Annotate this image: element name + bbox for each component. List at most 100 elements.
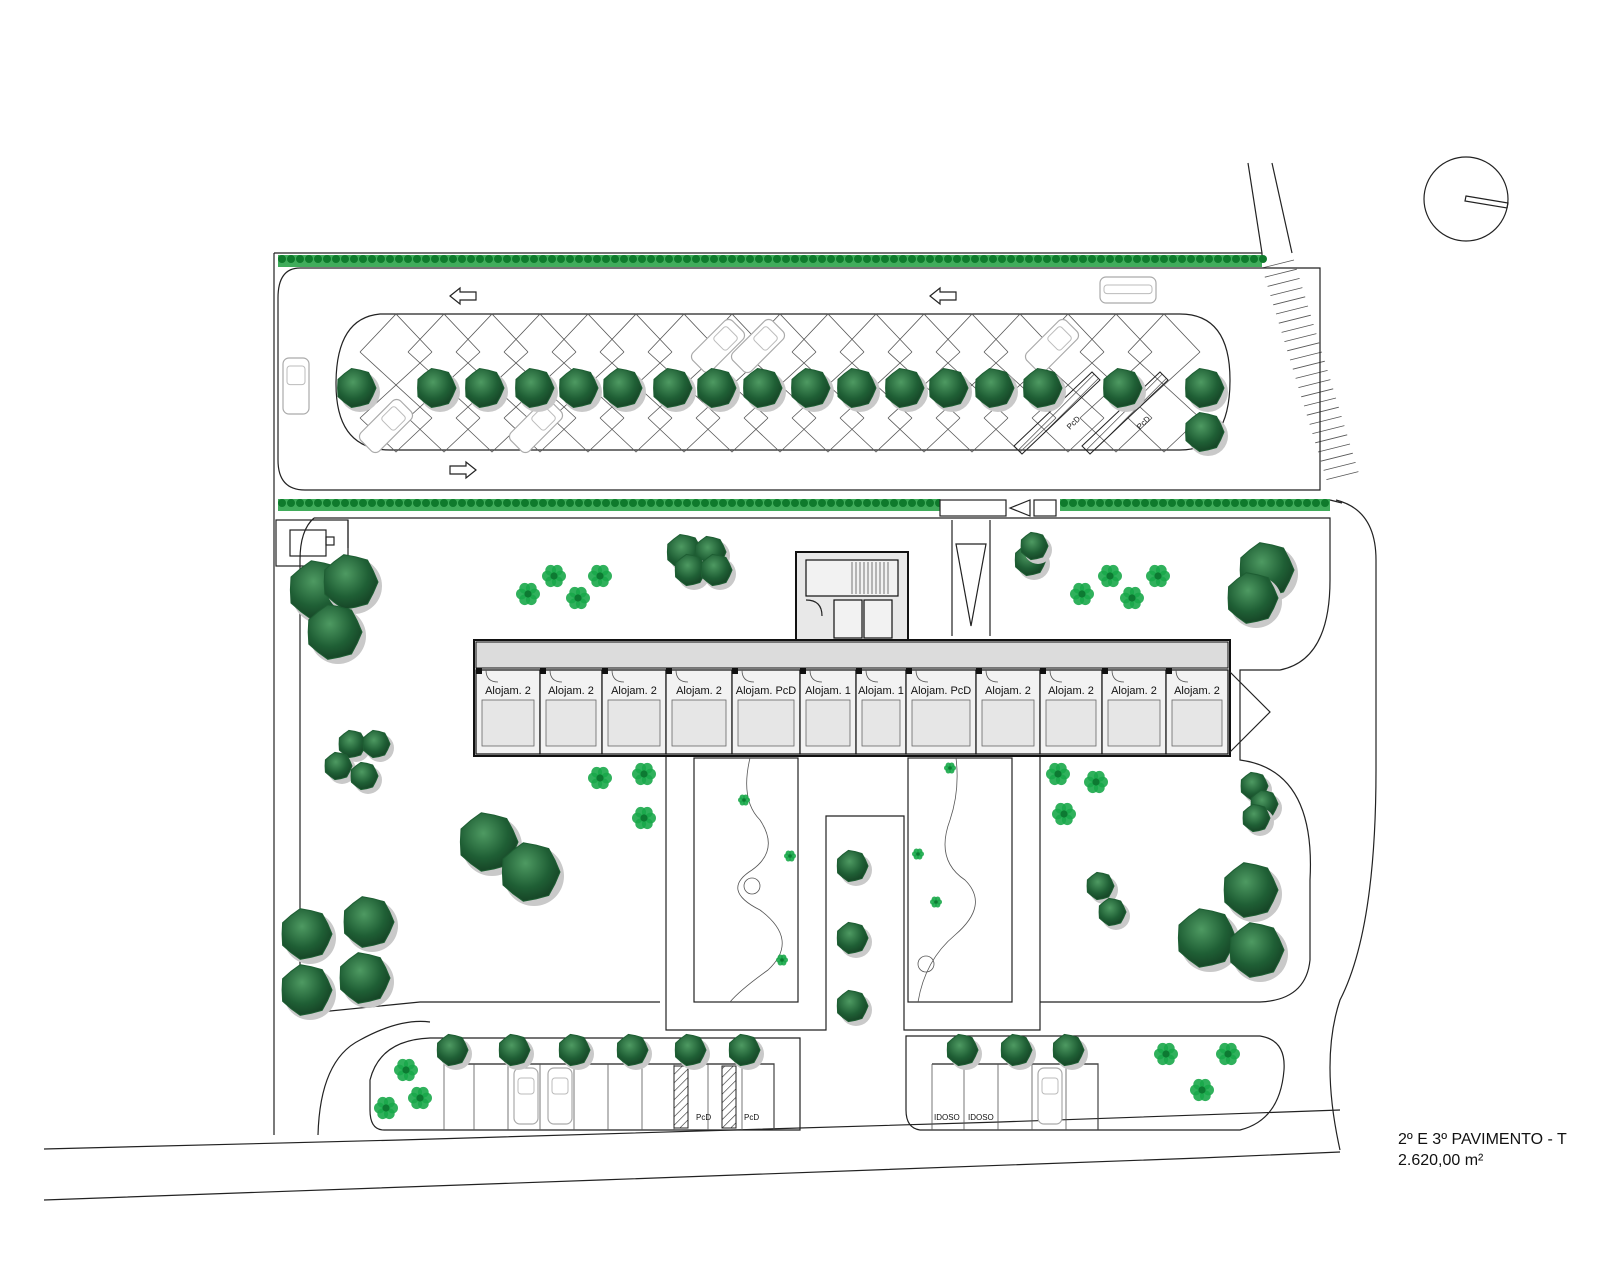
room-label: Alojam. 1 — [805, 685, 851, 697]
tree — [558, 1033, 594, 1070]
access-ramp — [1247, 162, 1359, 480]
shrub — [944, 762, 956, 774]
lower-parking-right: IDOSO IDOSO — [905, 1035, 1285, 1131]
room-label: Alojam. 2 — [1111, 685, 1157, 697]
tree — [501, 842, 564, 906]
room: Alojam. 2 — [601, 668, 667, 755]
shrub — [566, 586, 590, 610]
tree — [1223, 862, 1282, 922]
tree — [1185, 411, 1228, 456]
shrub — [1070, 582, 1094, 606]
shrub — [516, 582, 540, 606]
shrub — [1146, 564, 1170, 588]
shrub — [1190, 1078, 1214, 1102]
tree — [1227, 572, 1282, 628]
shrub — [1052, 802, 1076, 826]
tree — [697, 367, 740, 412]
arrow-right-icon — [449, 460, 477, 480]
hedge — [278, 255, 1267, 267]
shrub — [738, 794, 750, 806]
shrub — [1120, 586, 1144, 610]
parked-car — [1099, 276, 1157, 304]
tree — [1242, 803, 1274, 836]
parked-car — [690, 318, 746, 374]
tree — [743, 367, 786, 412]
tree — [307, 604, 366, 664]
tree — [324, 751, 356, 784]
pcd-label: PcD — [696, 1113, 711, 1122]
tree — [1023, 367, 1066, 412]
tree — [1177, 908, 1240, 972]
tree — [653, 367, 696, 412]
room: Alojam. 2 — [975, 668, 1041, 755]
tree — [1086, 871, 1118, 904]
shrub — [632, 806, 656, 830]
room-label: Alojam. 2 — [1174, 685, 1220, 697]
site-boundary — [273, 252, 1377, 1151]
shrub — [1154, 1042, 1178, 1066]
room-label: Alojam. 2 — [611, 685, 657, 697]
tree — [1000, 1033, 1036, 1070]
room: Alojam. 2 — [539, 668, 603, 755]
pcd-label: PcD — [1065, 414, 1082, 431]
shrub — [1046, 762, 1070, 786]
tree — [281, 908, 336, 964]
shrub — [408, 1086, 432, 1110]
tree — [616, 1033, 652, 1070]
hedge — [1060, 499, 1330, 511]
idoso-label: IDOSO — [934, 1113, 960, 1122]
tree — [1103, 367, 1146, 412]
tree — [515, 367, 558, 412]
tree — [281, 964, 336, 1020]
room-label: Alojam. PcD — [911, 685, 972, 697]
shrub — [542, 564, 566, 588]
idoso-label: IDOSO — [968, 1113, 994, 1122]
tree — [700, 553, 736, 590]
tree — [791, 367, 834, 412]
tree — [436, 1033, 472, 1070]
tree — [323, 554, 382, 614]
tree — [836, 921, 872, 958]
tree — [362, 729, 394, 762]
shrub — [912, 848, 924, 860]
pcd-label: PcD — [1135, 414, 1152, 431]
stair-core — [795, 551, 909, 643]
tree — [837, 367, 880, 412]
room: Alojam. 2 — [475, 668, 541, 755]
room: Alojam. 2 — [1101, 668, 1167, 755]
tree — [1098, 897, 1130, 930]
shrub — [784, 850, 796, 862]
caption-title: 2º E 3º PAVIMENTO - T — [1398, 1131, 1567, 1148]
room-label: Alojam. PcD — [736, 685, 797, 697]
tree — [417, 367, 460, 412]
parked-car — [730, 318, 786, 374]
lower-parking-left: PcD PcD — [369, 1037, 1063, 1131]
shrub — [374, 1096, 398, 1120]
tree — [603, 367, 646, 412]
tree — [343, 896, 398, 952]
shrub — [1084, 770, 1108, 794]
shrub — [588, 766, 612, 790]
room-label: Alojam. 2 — [485, 685, 531, 697]
tree — [1020, 531, 1052, 564]
tree — [339, 952, 394, 1008]
shrub — [588, 564, 612, 588]
tree — [836, 989, 872, 1026]
tree — [674, 1033, 710, 1070]
tree — [559, 367, 602, 412]
tree — [885, 367, 928, 412]
room: Alojam. 2 — [665, 668, 733, 755]
tree — [728, 1033, 764, 1070]
tree — [337, 367, 380, 412]
tree — [1229, 922, 1288, 982]
caption-area: 2.620,00 m² — [1398, 1152, 1484, 1169]
parked-car — [282, 357, 310, 415]
tree — [929, 367, 972, 412]
road — [43, 1109, 1341, 1201]
pcd-label: PcD — [744, 1113, 759, 1122]
room-label: Alojam. 1 — [858, 685, 904, 697]
shrub — [1216, 1042, 1240, 1066]
shrub — [930, 896, 942, 908]
